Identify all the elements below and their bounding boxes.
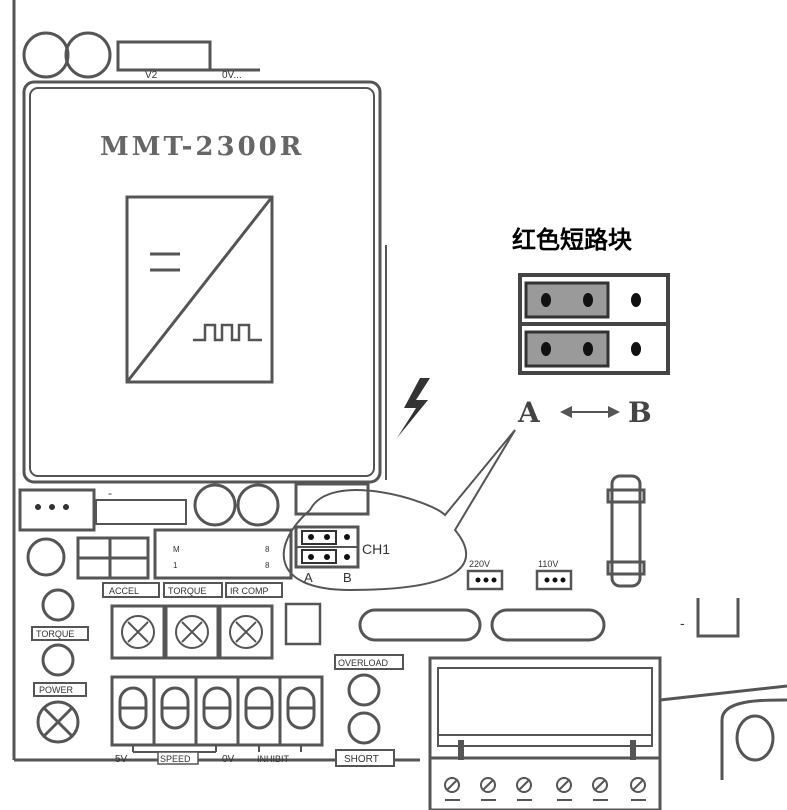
label-220v: 220V: [469, 559, 490, 569]
callout-bubble: [282, 429, 516, 592]
led-torque: [41, 588, 75, 622]
svg-text:1: 1: [173, 561, 178, 570]
label-speed: SPEED: [160, 754, 191, 764]
capacitor-1: [22, 31, 70, 79]
jumper-title: 红色短路块: [512, 226, 632, 254]
screw-row: [444, 777, 646, 801]
converter-symbol: [125, 195, 274, 384]
signal-terminal-block: [110, 675, 324, 753]
led-power: [41, 643, 75, 677]
label-v2: V2: [145, 70, 158, 81]
label-torque-pot: TORQUE: [168, 586, 206, 596]
jumper-label-a: A: [517, 396, 541, 429]
fuse: [606, 474, 646, 588]
board-edge-right: [659, 684, 787, 702]
oval-slots: [358, 608, 606, 642]
label-ov: 0V...: [222, 70, 242, 81]
led-short: [347, 711, 381, 745]
mount-bracket: [720, 698, 787, 780]
top-components: [22, 31, 260, 79]
label-110v: 110V: [538, 559, 558, 569]
connector-3pin: [18, 488, 96, 532]
ch1-header: [294, 525, 360, 569]
top-block: [116, 40, 212, 72]
led-overload: [347, 673, 381, 707]
pot-ir-comp: [218, 604, 274, 660]
svg-text:8: 8: [265, 561, 270, 570]
jumper-label-b: B: [628, 396, 652, 429]
fuse-holder: [36, 700, 80, 744]
pot-torque: [164, 604, 220, 660]
dash-label: -: [108, 486, 112, 500]
pot-label-group: [102, 582, 283, 598]
label-overload: OVERLOAD: [338, 658, 389, 668]
potentiometers: [110, 604, 274, 660]
lightning-arrow-icon: [397, 378, 430, 438]
red-shunt-bottom: [524, 330, 610, 368]
svg-text:M: M: [173, 545, 180, 554]
capacitor-2: [64, 31, 112, 79]
pulse-symbol: [193, 323, 262, 342]
label-torque-led: TORQUE: [36, 629, 74, 639]
pot-accel: [110, 604, 166, 660]
red-shunt-top: [524, 281, 610, 319]
svg-text:8: 8: [265, 545, 270, 554]
power-terminal-block: [428, 656, 662, 810]
mmt-module: [22, 80, 387, 484]
small-ic: [284, 602, 322, 646]
side-leds: [36, 588, 80, 744]
jumper-block: [518, 273, 670, 375]
label-accel: ACCEL: [109, 586, 139, 596]
module-model: MMT-2300R: [100, 132, 304, 162]
double-arrow-icon: [560, 406, 620, 418]
label-5v: 5V: [115, 754, 128, 765]
label-power: POWER: [39, 685, 74, 695]
right-bracket: [696, 598, 740, 638]
mid-capacitors: [193, 482, 370, 527]
ch1-label-a: A: [304, 570, 313, 585]
ch1-label: CH1: [362, 541, 390, 557]
mount-hole: [735, 714, 775, 762]
label-0v: 0V: [222, 754, 235, 765]
label-short: SHORT: [344, 754, 379, 765]
ch1-label-b: B: [343, 570, 352, 585]
label-ir-comp: IR COMP: [230, 586, 269, 596]
label-inhibit: INHIBIT: [257, 754, 290, 764]
relay-block: [26, 528, 293, 580]
svg-text:-: -: [680, 615, 685, 631]
